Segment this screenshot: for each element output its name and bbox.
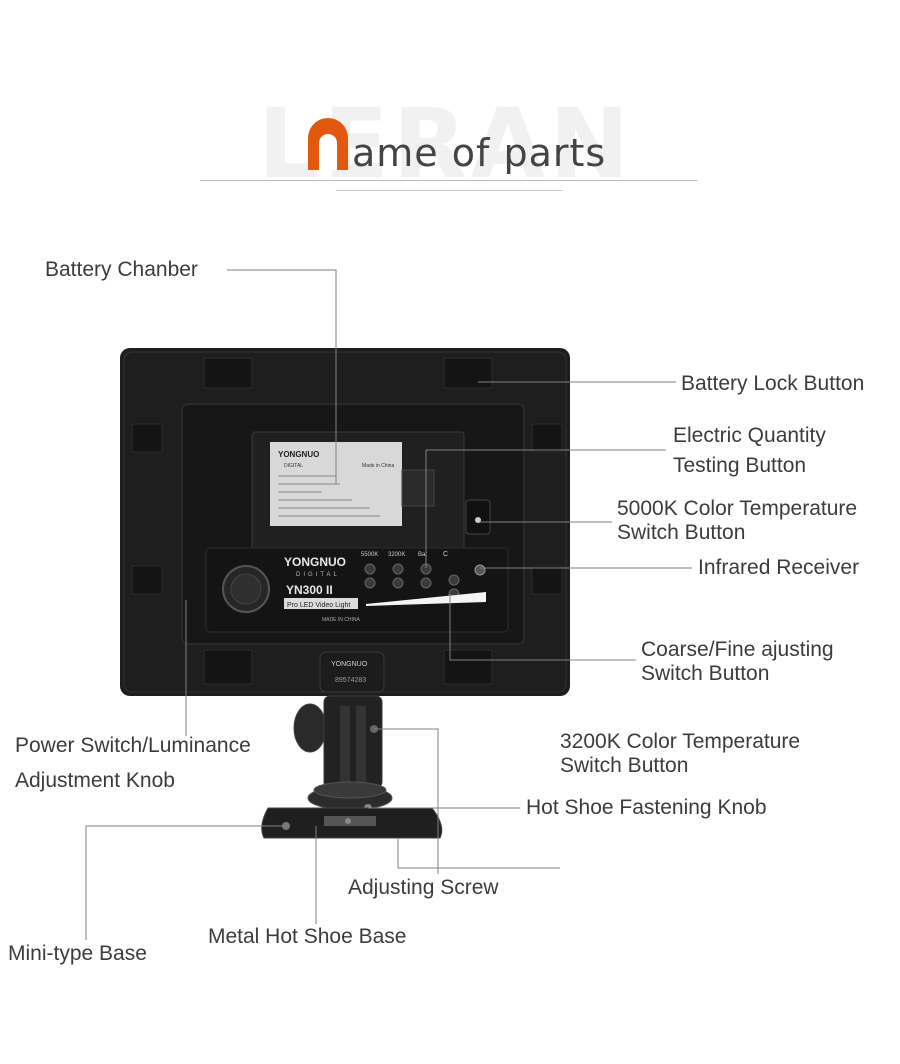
page-title: ame of parts — [352, 131, 607, 175]
side-clips — [131, 357, 563, 685]
label-power-1: Power Switch/Luminance — [15, 734, 251, 757]
sticker-sub: DIGITAL — [284, 463, 303, 469]
leader-lines — [85, 269, 692, 940]
sticker-brand: YONGNUO — [278, 450, 319, 459]
btn-label-c: C — [443, 551, 448, 558]
label-coarse-fine-2: Switch Button — [641, 662, 770, 685]
infrared-receiver — [474, 564, 486, 576]
tilt-knob — [293, 703, 327, 753]
label-metal-hot-shoe: Metal Hot Shoe Base — [208, 925, 407, 948]
led-panel: YONGNUO DIGITAL Made in China YONGNUO DI… — [120, 348, 570, 696]
label-battery-lock: Battery Lock Button — [681, 372, 865, 395]
device-model-sub: Pro LED Video Light — [287, 602, 350, 609]
title-rule — [200, 180, 697, 181]
device-brand-sub: DIGITAL — [296, 572, 340, 578]
label-coarse-fine-1: Coarse/Fine ajusting — [641, 638, 834, 661]
header: LERAN ame of parts — [0, 0, 900, 200]
mount: YONGNUO 89574283 — [261, 651, 443, 839]
made-in: MADE IN CHINA — [322, 617, 360, 623]
label-3200k-1: 3200K Color Temperature — [560, 730, 801, 753]
label-adjusting-screw: Adjusting Screw — [348, 876, 499, 899]
sticker-text-lines — [278, 475, 380, 517]
label-3200k-2: Switch Button — [560, 754, 689, 777]
control-strip — [205, 547, 509, 633]
sticker-made: Made in China — [362, 463, 394, 469]
label-battery-chamber: Battery Chanber — [45, 258, 198, 281]
btn-label-bat: Bat — [418, 552, 427, 558]
label-5000k-1: 5000K Color Temperature — [617, 497, 858, 520]
btn-label-5500k: 5500K — [361, 552, 378, 558]
label-electric-quantity-1: Electric Quantity — [673, 424, 826, 447]
label-infrared: Infrared Receiver — [698, 556, 860, 579]
label-5000k-2: Switch Button — [617, 521, 746, 544]
mount-block — [319, 651, 385, 693]
heading-n-glyph — [308, 118, 348, 170]
label-electric-quantity-2: Testing Button — [673, 454, 807, 477]
btn-label-3200k: 3200K — [388, 552, 405, 558]
swivel-arm — [323, 695, 383, 789]
serial-number: 89574283 — [335, 677, 366, 684]
mount-brand: YONGNUO — [331, 661, 368, 668]
label-hot-shoe-knob: Hot Shoe Fastening Knob — [526, 796, 767, 819]
title-rule-short — [336, 190, 563, 191]
device-brand: YONGNUO — [284, 555, 346, 569]
luminance-indicator — [366, 592, 486, 606]
label-mini-base: Mini-type Base — [8, 942, 147, 965]
device-model: YN300 II — [286, 583, 333, 597]
label-power-2: Adjustment Knob — [15, 769, 175, 792]
